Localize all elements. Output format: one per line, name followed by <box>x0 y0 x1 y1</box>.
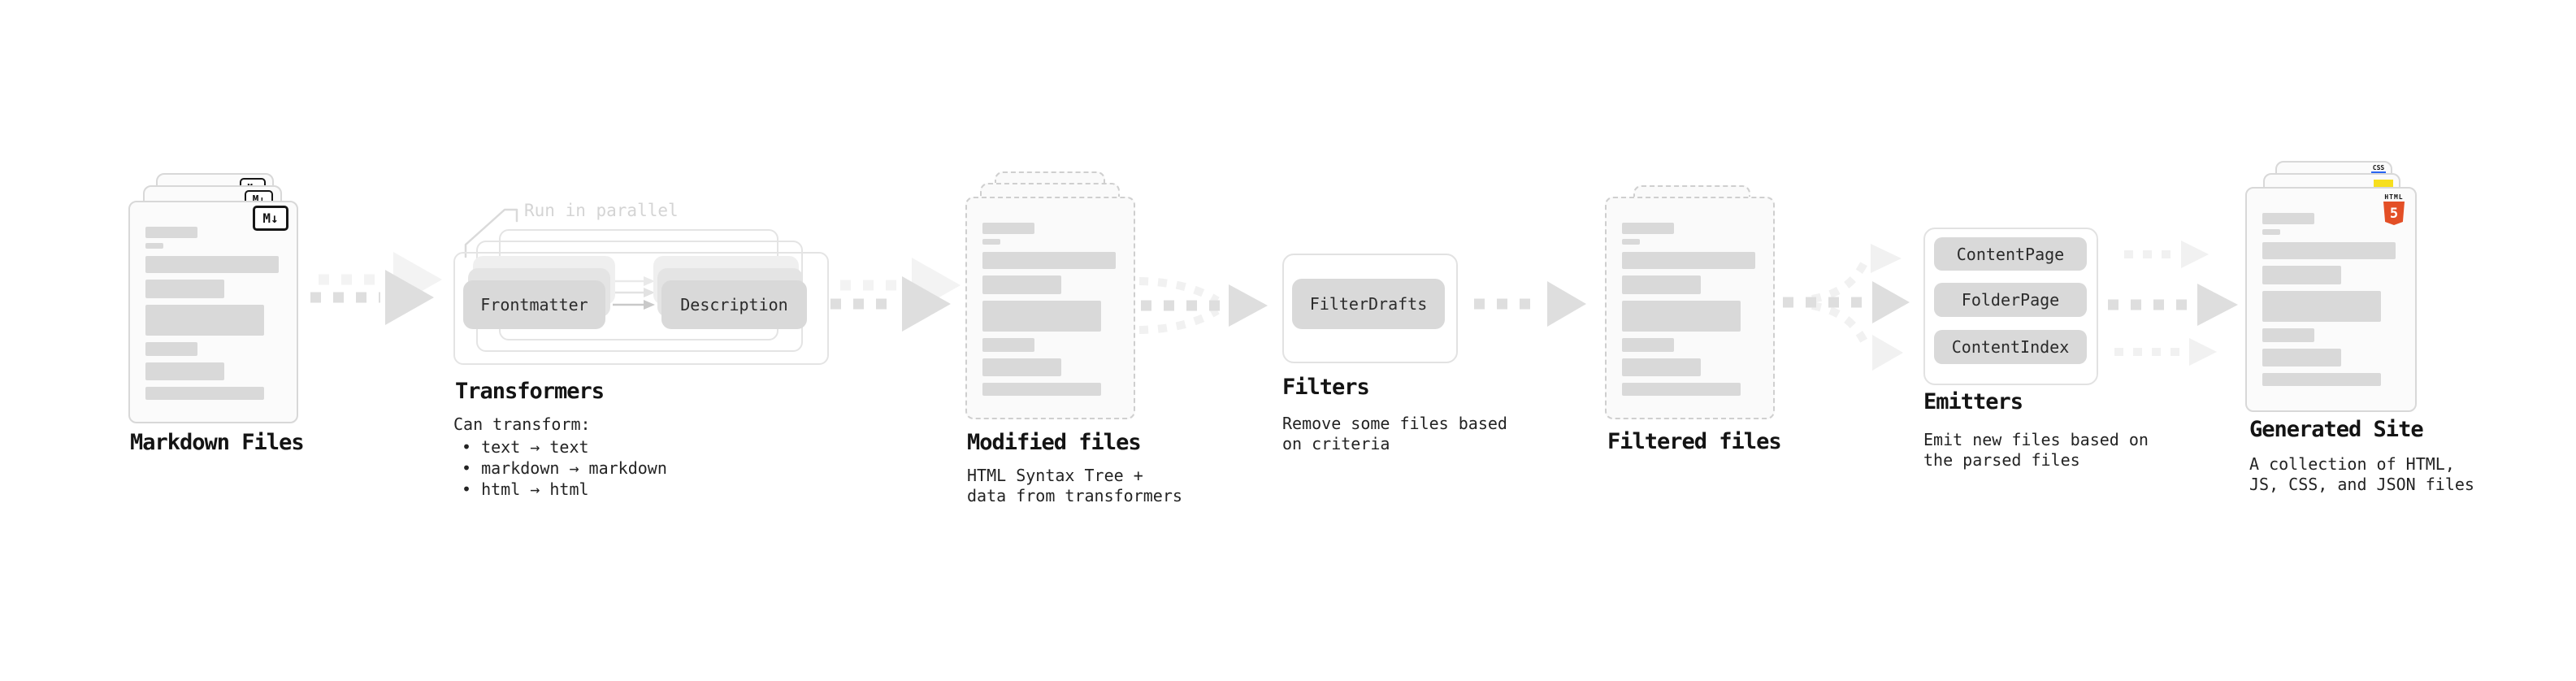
transformers-description: Can transform: <box>453 414 591 435</box>
text-line-bar <box>982 338 1034 352</box>
text-line-bar <box>145 362 224 380</box>
html5-icon: HTML 5 <box>2383 193 2405 225</box>
html5-icon-shield: 5 <box>2383 202 2405 225</box>
stage-title-markdown-files: Markdown Files <box>130 430 305 455</box>
stage-title-transformers: Transformers <box>455 379 605 404</box>
text-line-bar <box>145 305 264 336</box>
desc-line: Can transform: <box>453 414 591 434</box>
markdown-icon: M↓ <box>253 206 288 231</box>
text-line-bar <box>145 387 264 400</box>
text-line-bar <box>1622 338 1674 352</box>
stage-title-generated-site: Generated Site <box>2249 417 2424 442</box>
text-line-bar <box>1622 223 1674 234</box>
file-card-front: M↓ <box>128 201 298 423</box>
modified-files-description: HTML Syntax Tree + data from transformer… <box>967 466 1182 506</box>
run-in-parallel-callout <box>464 208 518 258</box>
stage-title-filtered-files: Filtered files <box>1607 429 1782 454</box>
text-line-bar <box>145 280 224 298</box>
text-line-bar <box>2262 328 2314 342</box>
text-line-bar <box>2262 349 2341 367</box>
desc-line: on criteria <box>1282 434 1390 453</box>
text-line-bar <box>145 243 163 249</box>
arrow-transformers-to-modified <box>830 258 961 332</box>
stage-title-filters: Filters <box>1282 375 1370 400</box>
css-icon-label: CSS <box>2372 164 2385 171</box>
filters-description: Remove some files based on criteria <box>1282 414 1507 454</box>
text-line-bar <box>1622 358 1701 376</box>
text-line-bar <box>1622 239 1640 245</box>
emitters-description: Emit new files based on the parsed files <box>1923 430 2149 471</box>
transformer-container-front <box>453 252 829 365</box>
text-line-bar <box>982 252 1116 269</box>
text-line-bar <box>145 256 279 273</box>
desc-line: JS, CSS, and JSON files <box>2249 475 2474 494</box>
folder-page-pill: FolderPage <box>1934 283 2087 317</box>
stage-title-emitters: Emitters <box>1923 389 2023 414</box>
desc-line: data from transformers <box>967 486 1182 505</box>
desc-line: A collection of HTML, <box>2249 454 2455 474</box>
text-line-bar <box>2262 373 2381 386</box>
text-line-bar <box>2262 213 2314 224</box>
arrow-markdown-to-transformers <box>310 252 442 325</box>
arrow-emitters-to-generated <box>2108 241 2238 366</box>
file-card-front <box>965 197 1135 419</box>
file-card-front: HTML 5 <box>2245 187 2417 412</box>
desc-line: HTML Syntax Tree + <box>967 466 1143 485</box>
bullet-item: • text → text <box>462 437 589 457</box>
desc-line: Remove some files based <box>1282 414 1507 433</box>
text-line-bar <box>982 223 1034 234</box>
text-line-bar <box>2262 242 2396 259</box>
arrow-filtered-to-emitters <box>1783 244 1910 371</box>
text-line-bar <box>2262 291 2381 322</box>
arrow-modified-to-filters <box>1138 277 1268 334</box>
text-line-bar <box>982 275 1061 294</box>
bullet-item: • markdown → markdown <box>462 458 667 478</box>
text-line-bar <box>145 227 197 238</box>
text-line-bar <box>2262 229 2280 235</box>
text-line-bar <box>145 342 197 356</box>
text-line-bar <box>1622 275 1701 294</box>
html5-icon-label: HTML <box>2384 193 2404 201</box>
frontmatter-pill: Frontmatter <box>463 280 605 329</box>
description-pill: Description <box>661 280 807 329</box>
desc-line: Emit new files based on <box>1923 430 2149 449</box>
desc-line: the parsed files <box>1923 450 2080 470</box>
transformer-inner-arrows <box>613 276 655 310</box>
generated-site-description: A collection of HTML, JS, CSS, and JSON … <box>2249 454 2474 495</box>
text-line-bar <box>1622 301 1741 332</box>
arrow-filters-to-filtered <box>1474 281 1586 327</box>
text-line-bar <box>982 358 1061 376</box>
stage-title-modified-files: Modified files <box>967 430 1142 455</box>
content-index-pill: ContentIndex <box>1934 330 2087 364</box>
filter-drafts-pill: FilterDrafts <box>1292 279 1445 329</box>
text-line-bar <box>1622 383 1741 396</box>
text-line-bar <box>982 301 1101 332</box>
run-in-parallel-label: Run in parallel <box>524 201 679 220</box>
text-line-bar <box>1622 252 1755 269</box>
content-page-pill: ContentPage <box>1934 237 2087 271</box>
file-card-front <box>1605 197 1775 419</box>
text-line-bar <box>982 239 1000 245</box>
bullet-item: • html → html <box>462 479 589 499</box>
text-line-bar <box>2262 266 2341 284</box>
transformers-bullet-list: • text → text • markdown → markdown • ht… <box>462 436 667 500</box>
text-line-bar <box>982 383 1101 396</box>
